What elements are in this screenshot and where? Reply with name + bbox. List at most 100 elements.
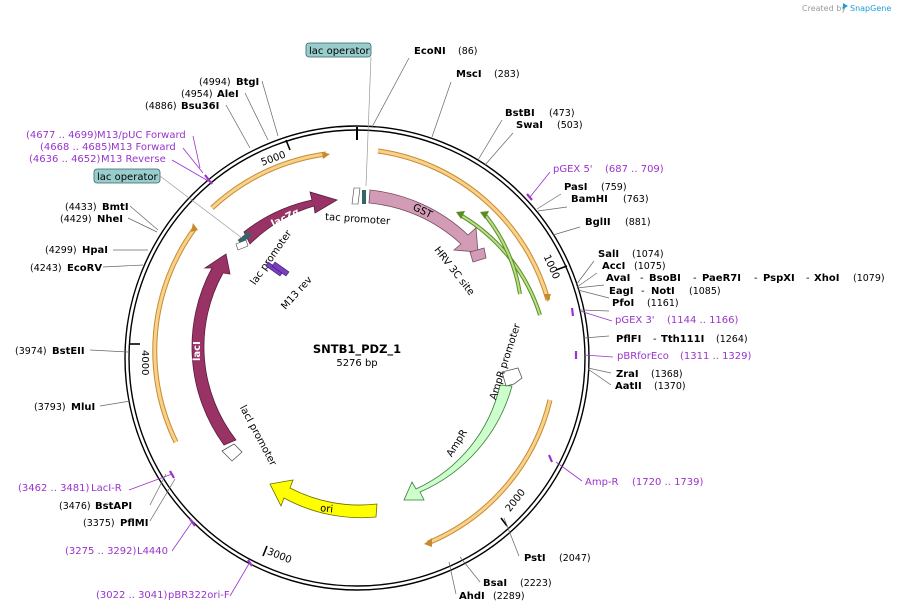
site-hpai-pos: (4299) — [45, 245, 77, 256]
lac-promoter-box[interactable] — [237, 231, 252, 244]
primer-pbrforeco-range: (1311 .. 1329) — [680, 351, 752, 362]
site-tth111i-pos: (1264) — [716, 334, 748, 345]
orf-arcs — [152, 148, 553, 547]
lac-operator-left[interactable]: lac operator — [93, 168, 161, 184]
site-alei-pos: (4954) — [181, 89, 213, 100]
site-sep-5: - — [641, 286, 645, 297]
site-alei[interactable]: (4954) AleI — [181, 89, 239, 100]
site-sep-3: - — [754, 273, 758, 284]
site-ecorv-name: EcoRV — [67, 263, 102, 274]
site-tth111i-group[interactable]: PflFI - Tth111I (1264) — [616, 334, 748, 345]
lacz-feature[interactable] — [243, 191, 338, 245]
ampr-feature[interactable] — [403, 384, 513, 501]
site-noti-name: NotI — [651, 286, 675, 297]
site-pfoi-pos: (1161) — [647, 298, 679, 309]
site-aatii[interactable]: AatII (1370) — [615, 381, 686, 392]
lac-operator-left-label: lac operator — [97, 172, 158, 183]
site-acci[interactable]: AccI (1075) — [602, 261, 666, 272]
site-hpai[interactable]: (4299) HpaI — [45, 245, 108, 256]
site-pasi-name: PasI — [564, 182, 587, 193]
site-sep-6: - — [653, 334, 657, 345]
primer-m13-forward-range: (4668 .. 4685) — [40, 142, 112, 153]
snapgene-logo-icon — [843, 3, 848, 9]
site-noti-group[interactable]: EagI - NotI (1085) — [609, 286, 721, 297]
site-bsteii-pos: (3974) — [15, 346, 47, 357]
primer-m13-reverse[interactable]: (4636 .. 4652) M13 Reverse — [29, 154, 166, 165]
lac-promoter-arrow[interactable] — [235, 239, 249, 251]
primer-m13-puc-forward[interactable]: (4677 .. 4699) M13/pUC Forward — [26, 130, 186, 141]
site-xhoi-group[interactable]: AvaI - BsoBI - PaeR7I - PspXI - XhoI (10… — [606, 273, 885, 284]
site-mlui-pos: (3793) — [34, 402, 66, 413]
snapgene-logo: SnapGene — [843, 3, 891, 13]
laci-promoter[interactable] — [221, 443, 243, 462]
site-nhei[interactable]: (4429) NheI — [60, 214, 123, 225]
site-bsai[interactable]: BsaI (2223) — [483, 578, 552, 589]
primer-ampr-range: (1720 .. 1739) — [632, 477, 704, 488]
site-pflmi-name: PflMI — [120, 518, 148, 529]
site-econi-name: EcoNI — [414, 46, 446, 57]
site-bsteii-name: BstEII — [52, 346, 85, 357]
site-avai-name: AvaI — [606, 273, 630, 284]
lac-operator-top-label: lac operator — [309, 46, 370, 57]
site-bmti[interactable]: (4433) BmtI — [65, 202, 129, 213]
site-bsai-name: BsaI — [483, 578, 507, 589]
site-bstapi-pos: (3476) — [59, 501, 91, 512]
site-msci[interactable]: MscI (283) — [456, 69, 520, 80]
site-pflmi[interactable]: (3375) PflMI — [83, 518, 148, 529]
primer-ampr[interactable]: Amp-R (1720 .. 1739) — [585, 477, 704, 488]
primer-pgex3-name: pGEX 3' — [615, 315, 655, 326]
primer-pgex5[interactable]: pGEX 5' (687 .. 709) — [553, 164, 664, 175]
site-sali[interactable]: SalI (1074) — [598, 249, 664, 260]
site-bamhi-pos: (763) — [623, 194, 649, 205]
primer-pgex3[interactable]: pGEX 3' (1144 .. 1166) — [615, 315, 739, 326]
hrv-3c-site[interactable] — [469, 247, 487, 263]
site-swai-name: SwaI — [516, 120, 543, 131]
laci-feature[interactable] — [191, 253, 237, 446]
site-ecorv[interactable]: (4243) EcoRV — [30, 263, 102, 274]
site-bsteii[interactable]: (3974) BstEII — [15, 346, 85, 357]
primer-l4440[interactable]: (3275 .. 3292) L4440 — [65, 546, 168, 557]
site-mlui[interactable]: (3793) MluI — [34, 402, 95, 413]
site-bsu36i[interactable]: (4886) Bsu36I — [145, 101, 219, 112]
site-zrai[interactable]: ZraI (1368) — [616, 369, 683, 380]
lac-operator-top[interactable]: lac operator — [305, 42, 372, 58]
tick-label-1000: 1000 — [541, 253, 561, 281]
primer-l4440-range: (3275 .. 3292) — [65, 546, 137, 557]
primer-pbr322ori-f[interactable]: (3022 .. 3041) pBR322ori-F — [96, 590, 230, 601]
primer-m13-puc-forward-range: (4677 .. 4699) — [26, 130, 98, 141]
site-btgi-pos: (4994) — [199, 77, 231, 88]
site-bglii[interactable]: BglII (881) — [585, 217, 651, 228]
primer-m13-forward-name: M13 Forward — [111, 142, 176, 153]
site-bstbi-name: BstBI — [505, 108, 535, 119]
tac-promoter-box[interactable] — [362, 190, 366, 204]
backbone-outer — [124, 125, 590, 591]
site-ecorv-pos: (4243) — [30, 263, 62, 274]
site-zrai-pos: (1368) — [651, 369, 683, 380]
site-bamhi[interactable]: BamHI (763) — [571, 194, 649, 205]
site-sep-2: - — [693, 273, 697, 284]
plasmid-size: 5276 bp — [336, 358, 377, 369]
site-pfoi[interactable]: PfoI (1161) — [612, 298, 679, 309]
site-bstbi[interactable]: BstBI (473) — [505, 108, 575, 119]
site-econi[interactable]: EcoNI (86) — [414, 46, 478, 57]
site-pasi-pos: (759) — [601, 182, 627, 193]
site-ahdi-pos: (2289) — [493, 591, 525, 602]
primer-pgex5-name: pGEX 5' — [553, 164, 593, 175]
primer-pbrforeco[interactable]: pBRforEco (1311 .. 1329) — [617, 351, 752, 362]
site-btgi[interactable]: (4994) BtgI — [199, 77, 259, 88]
site-sep-1: - — [640, 273, 644, 284]
site-bstapi[interactable]: (3476) BstAPI — [59, 501, 132, 512]
site-bsu36i-name: Bsu36I — [181, 101, 219, 112]
tac-promoter-arrow[interactable] — [351, 187, 361, 205]
site-bmti-pos: (4433) — [65, 202, 97, 213]
site-ahdi[interactable]: AhdI (2289) — [459, 591, 525, 602]
tick-label-3000: 3000 — [265, 546, 293, 566]
laci-promoter-label: lacI promoter — [237, 404, 279, 469]
primer-m13-forward[interactable]: (4668 .. 4685) M13 Forward — [40, 142, 176, 153]
primer-laci-r[interactable]: (3462 .. 3481) LacI-R — [18, 483, 122, 494]
ampr-promoter[interactable] — [501, 367, 523, 387]
site-swai[interactable]: SwaI (503) — [516, 120, 583, 131]
site-psti[interactable]: PstI (2047) — [524, 553, 591, 564]
site-pasi[interactable]: PasI (759) — [564, 182, 627, 193]
ori-feature[interactable] — [269, 479, 378, 519]
